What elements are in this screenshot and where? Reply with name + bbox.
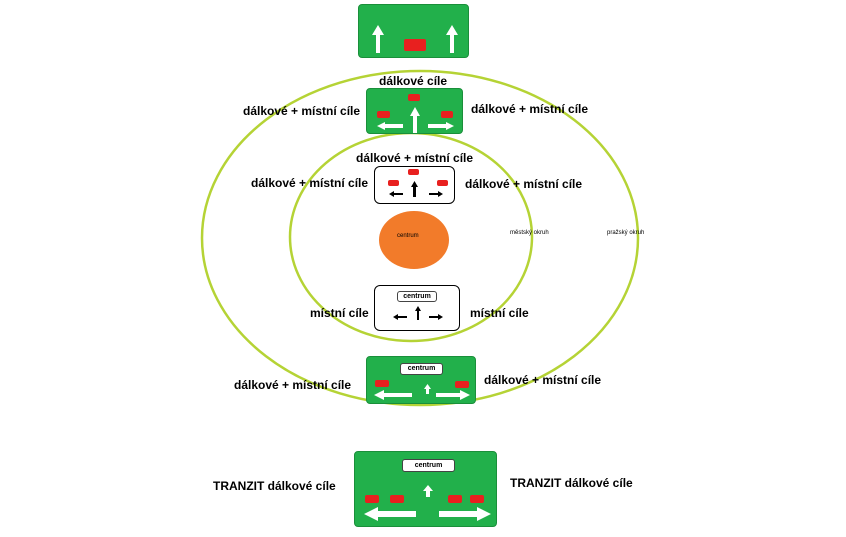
- label-bottom-left: dálkové + místní cíle: [234, 378, 352, 392]
- arrow-right-icon: [439, 507, 491, 521]
- centrum-tag: centrum: [397, 291, 437, 302]
- label-inner-right: dálkové + místní cíle: [465, 177, 583, 191]
- red-marker: [408, 169, 419, 175]
- label-inner-top: dálkové + místní cíle: [356, 151, 474, 165]
- arrow-up-icon: [423, 485, 433, 497]
- city-ring-label: městský okruh: [510, 230, 549, 236]
- arrow-right-icon: [436, 390, 470, 400]
- arrow-up-icon: [410, 107, 420, 133]
- arrow-up-icon: [415, 306, 421, 320]
- red-marker: [375, 380, 389, 387]
- label-outer-left: dálkové + místní cíle: [243, 104, 361, 118]
- arrow-right-icon: [428, 122, 454, 130]
- arrow-left-icon: [393, 314, 407, 320]
- red-marker: [365, 495, 379, 503]
- arrow-up-icon: [424, 384, 431, 394]
- label-local-right: místní cíle: [470, 306, 529, 320]
- centrum-tag: centrum: [402, 459, 455, 472]
- red-marker: [404, 39, 426, 51]
- arrow-up-icon: [372, 25, 384, 53]
- red-marker: [437, 180, 448, 186]
- sign-prague-ring-entry: [366, 88, 463, 134]
- arrow-right-icon: [429, 314, 443, 320]
- sign-long-distance: [358, 4, 469, 58]
- label-top-long-distance: dálkové cíle: [379, 74, 448, 88]
- arrow-left-icon: [389, 191, 403, 197]
- sign-city-ring-entry: [374, 166, 455, 204]
- label-bottom-right: dálkové + místní cíle: [484, 373, 602, 387]
- arrow-left-icon: [364, 507, 416, 521]
- arrow-left-icon: [374, 390, 412, 400]
- red-marker: [390, 495, 404, 503]
- centrum-label: centrum: [397, 233, 419, 239]
- sign-prague-ring-bottom: centrum: [366, 356, 476, 404]
- arrow-left-icon: [377, 122, 403, 130]
- red-marker: [470, 495, 484, 503]
- label-outer-right: dálkové + místní cíle: [471, 102, 589, 116]
- label-transit-left: TRANZIT dálkové cíle: [213, 479, 336, 493]
- prague-ring-label: pražský okruh: [607, 230, 645, 236]
- sign-local: centrum: [374, 285, 460, 331]
- label-inner-left: dálkové + místní cíle: [251, 176, 369, 190]
- center-circle: [379, 211, 449, 269]
- sign-transit: centrum: [354, 451, 497, 527]
- red-marker: [448, 495, 462, 503]
- arrow-right-icon: [429, 191, 443, 197]
- red-marker: [408, 94, 420, 101]
- centrum-tag: centrum: [400, 363, 443, 375]
- arrow-up-icon: [411, 181, 418, 197]
- red-marker: [377, 111, 390, 118]
- red-marker: [455, 381, 469, 388]
- red-marker: [441, 111, 453, 118]
- label-local-left: místní cíle: [310, 306, 369, 320]
- red-marker: [388, 180, 399, 186]
- label-transit-right: TRANZIT dálkové cíle: [510, 476, 633, 490]
- arrow-up-icon: [446, 25, 458, 53]
- prague-ring: [200, 69, 640, 407]
